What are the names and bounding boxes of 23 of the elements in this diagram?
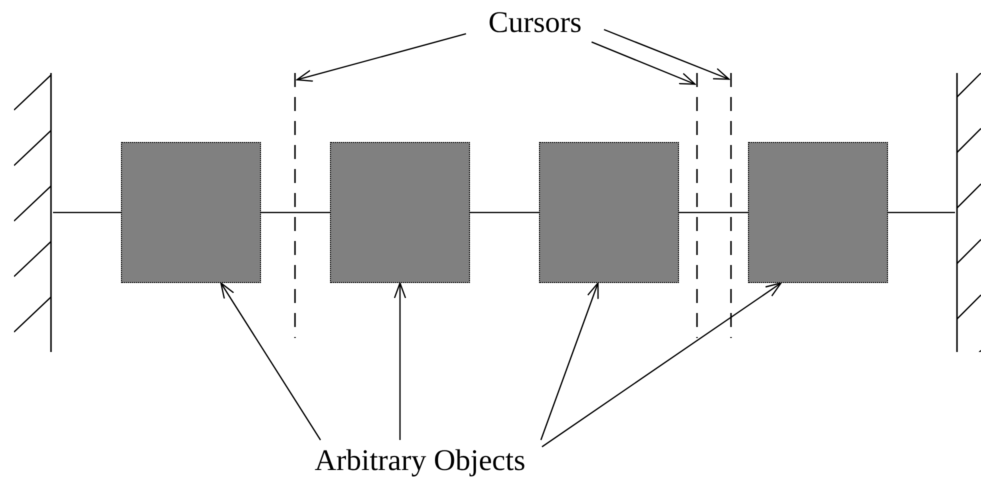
connecting-line xyxy=(679,212,748,214)
callout-text: Arbitrary Objects xyxy=(314,446,526,476)
arrow xyxy=(604,28,730,80)
arrow xyxy=(540,282,599,440)
arrow xyxy=(394,282,406,440)
object-block xyxy=(330,142,470,283)
callout-text: Cursors xyxy=(488,8,582,38)
cursor-line xyxy=(695,73,699,338)
object-block xyxy=(539,142,679,283)
object-block xyxy=(748,142,888,283)
cursor-line xyxy=(293,73,297,338)
arrow xyxy=(591,41,696,85)
cursor-line xyxy=(729,73,733,338)
connecting-line xyxy=(261,212,330,214)
object-block xyxy=(121,142,261,283)
hatched-wall xyxy=(955,73,981,352)
arrow xyxy=(220,282,322,440)
arrow xyxy=(296,33,466,82)
connecting-line xyxy=(53,212,121,214)
connecting-line xyxy=(888,212,955,214)
hatched-wall xyxy=(14,73,53,352)
arrow xyxy=(542,282,782,448)
connecting-line xyxy=(470,212,539,214)
